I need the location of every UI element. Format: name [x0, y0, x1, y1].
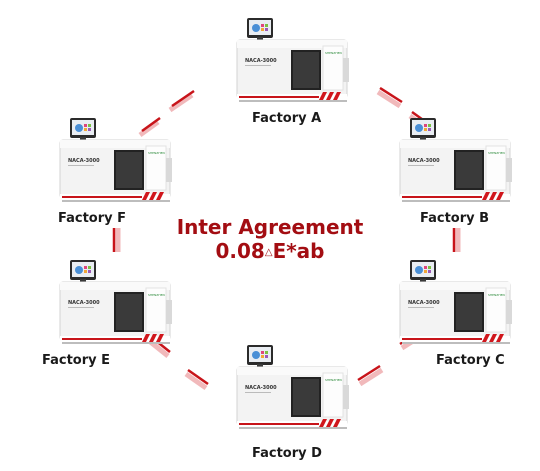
spectrophotometer-icon: NACA-3000 SHENZHEN	[399, 118, 512, 202]
svg-text:SHENZHEN: SHENZHEN	[325, 51, 342, 55]
spectrophotometer-icon: NACA-3000 SHENZHEN	[236, 18, 349, 102]
label-factory-a: Factory A	[252, 111, 322, 126]
svg-text:SHENZHEN: SHENZHEN	[488, 151, 505, 155]
label-factory-b: Factory B	[420, 211, 490, 226]
svg-text:SHENZHEN: SHENZHEN	[325, 378, 342, 382]
device-factory-e: NACA-3000 SHENZHEN	[58, 260, 178, 360]
connector-f-e	[112, 228, 121, 252]
device-factory-c: NACA-3000 SHENZHEN	[398, 260, 518, 360]
label-factory-e: Factory E	[42, 353, 111, 368]
svg-text:NACA-3000: NACA-3000	[408, 300, 440, 306]
inter-agreement-value-line: 0.08△E*ab	[150, 239, 390, 265]
connector-a-f	[138, 89, 195, 138]
svg-text:NACA-3000: NACA-3000	[245, 385, 277, 391]
spectrophotometer-icon: NACA-3000 SHENZHEN	[59, 260, 172, 344]
label-factory-c: Factory C	[436, 353, 505, 368]
connector-b-c	[452, 228, 461, 252]
inter-agreement-title: Inter Agreement	[176, 215, 364, 239]
spectrophotometer-icon: NACA-3000 SHENZHEN	[399, 260, 512, 344]
device-factory-b: NACA-3000 SHENZHEN	[398, 118, 518, 218]
spectrophotometer-icon: NACA-3000 SHENZHEN	[59, 118, 172, 202]
device-factory-d: NACA-3000 SHENZHEN	[235, 345, 355, 445]
spectrophotometer-icon: NACA-3000 SHENZHEN	[236, 345, 349, 429]
label-factory-f: Factory F	[58, 211, 127, 226]
svg-text:NACA-3000: NACA-3000	[68, 158, 100, 164]
svg-text:NACA-3000: NACA-3000	[245, 58, 277, 64]
svg-text:NACA-3000: NACA-3000	[68, 300, 100, 306]
agreement-unit: E*ab	[272, 239, 325, 263]
device-factory-f: NACA-3000 SHENZHEN	[58, 118, 178, 218]
svg-text:SHENZHEN: SHENZHEN	[148, 151, 165, 155]
inter-agreement-callout: Inter Agreement 0.08△E*ab	[150, 215, 390, 265]
svg-text:SHENZHEN: SHENZHEN	[148, 293, 165, 297]
label-factory-d: Factory D	[252, 446, 322, 461]
agreement-value: 0.08	[215, 239, 265, 263]
svg-text:NACA-3000: NACA-3000	[408, 158, 440, 164]
svg-text:SHENZHEN: SHENZHEN	[488, 293, 505, 297]
device-factory-a: NACA-3000 SHENZHEN	[235, 18, 355, 118]
delta-icon: △	[264, 247, 273, 258]
